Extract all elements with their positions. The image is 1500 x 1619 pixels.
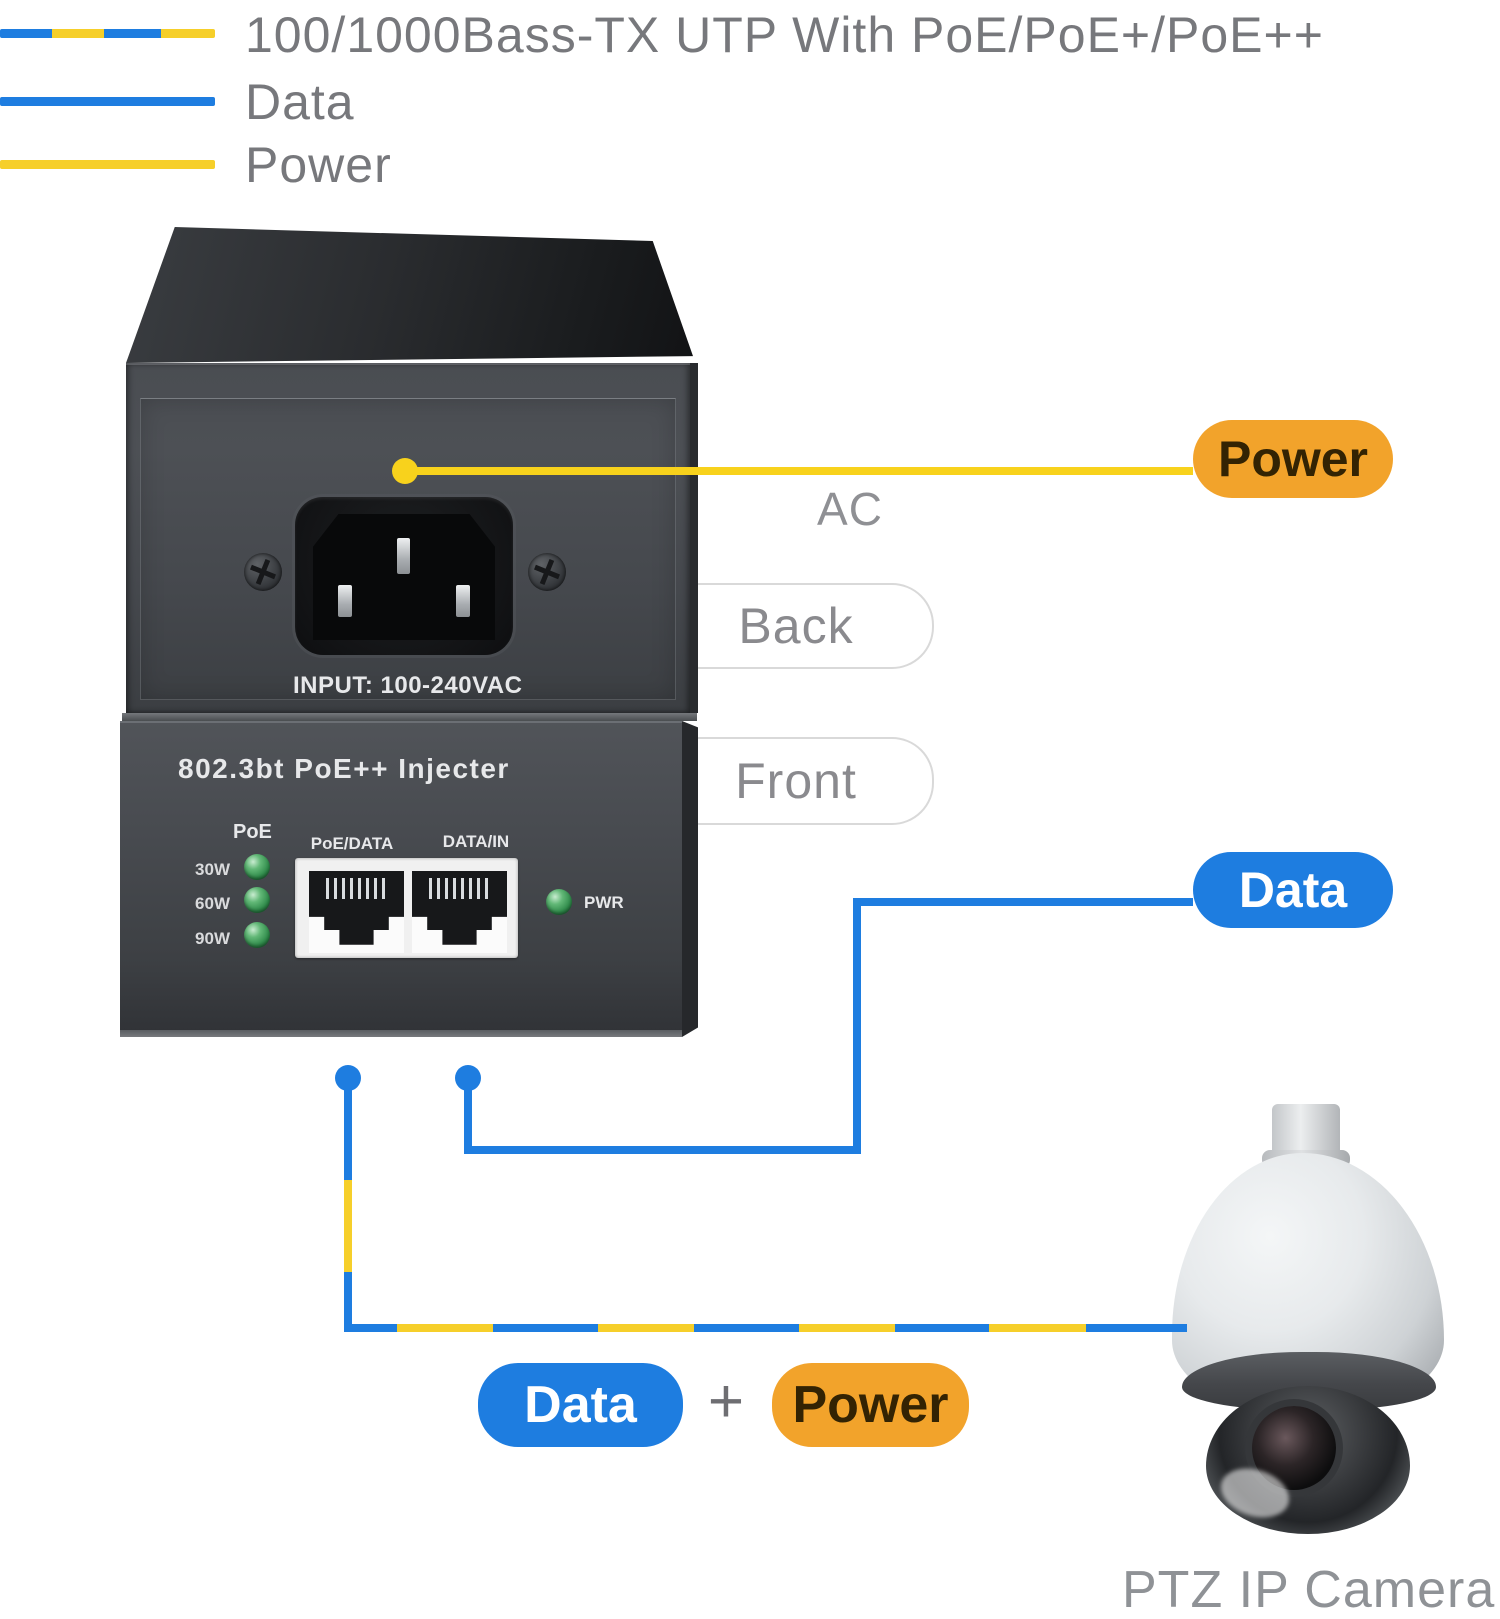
led-30w-icon (244, 854, 270, 880)
poe-led-group-label: PoE (233, 821, 272, 843)
legend: 100/1000Bass-TX UTP With PoE/PoE+/PoE++ … (0, 0, 1340, 200)
screw-left-icon (244, 553, 282, 591)
screw-right-icon (528, 553, 566, 591)
legend-data-label: Data (245, 74, 355, 130)
device-back-inner-panel (140, 398, 676, 700)
rj45-bezel (295, 858, 518, 958)
power-line (405, 467, 1193, 475)
legend-dashed-line-swatch (0, 29, 215, 38)
ac-label: AC (817, 483, 883, 535)
plus-sign: + (707, 1367, 745, 1436)
data-tag-label: Data (1238, 862, 1348, 918)
legend-utp-label: 100/1000Bass-TX UTP With PoE/PoE+/PoE++ (245, 7, 1324, 63)
input-rating-label: INPUT: 100-240VAC (293, 672, 523, 699)
power-tag-label: Power (1217, 431, 1369, 487)
device-top-face (126, 227, 693, 363)
rj45-contacts-icon (326, 878, 387, 899)
led-label-30w: 30W (195, 860, 230, 879)
data-line-vertical-from-port (464, 1078, 472, 1150)
device-middle-bevel (122, 713, 697, 721)
data-tag: Data (1193, 852, 1393, 928)
legend-data-line-swatch (0, 97, 215, 106)
legend-power-line-swatch (0, 160, 215, 169)
port-label-poe-data: PoE/DATA (310, 834, 394, 853)
device-bottom-bevel (120, 1030, 682, 1037)
front-panel-pill-label: Front (735, 753, 857, 809)
front-panel-pill: Front (658, 737, 934, 825)
led-label-90w: 90W (195, 929, 230, 948)
rj45-port-poe-data (309, 871, 404, 953)
device-upper-right-side (690, 363, 698, 713)
bottom-power-tag: Power (772, 1363, 969, 1447)
led-label-60w: 60W (195, 894, 230, 913)
utp-line-vertical (344, 1078, 352, 1332)
bottom-data-tag: Data (478, 1363, 683, 1447)
power-connection-dot (392, 458, 418, 484)
power-tag: Power (1193, 420, 1393, 498)
back-panel-pill: Back (658, 583, 934, 669)
back-panel-pill-label: Back (738, 598, 854, 654)
data-line-horizontal-low (464, 1146, 861, 1154)
led-60w-icon (244, 887, 270, 913)
legend-power-label: Power (245, 137, 392, 193)
bottom-power-tag-label: Power (792, 1376, 949, 1434)
rj45-contacts-icon (429, 878, 490, 899)
pwr-led-label: PWR (584, 893, 624, 912)
ac-pin-center (397, 538, 410, 574)
device-front-right-side (682, 721, 698, 1037)
data-line-horizontal-to-tag (853, 898, 1193, 906)
ac-pin-left (338, 585, 352, 617)
led-90w-icon (244, 922, 270, 948)
pwr-led-icon (546, 889, 572, 915)
rj45-port-data-in (412, 871, 507, 953)
port-label-data-in: DATA/IN (442, 832, 510, 851)
data-line-vertical-riser (853, 898, 861, 1154)
utp-line-horizontal (344, 1324, 1187, 1332)
bottom-data-tag-label: Data (524, 1376, 637, 1434)
ac-inlet-c14-icon (313, 514, 495, 640)
ac-pin-right (456, 585, 470, 617)
device-title: 802.3bt PoE++ Injecter (178, 753, 510, 784)
camera-caption: PTZ IP Camera (1122, 1561, 1496, 1619)
